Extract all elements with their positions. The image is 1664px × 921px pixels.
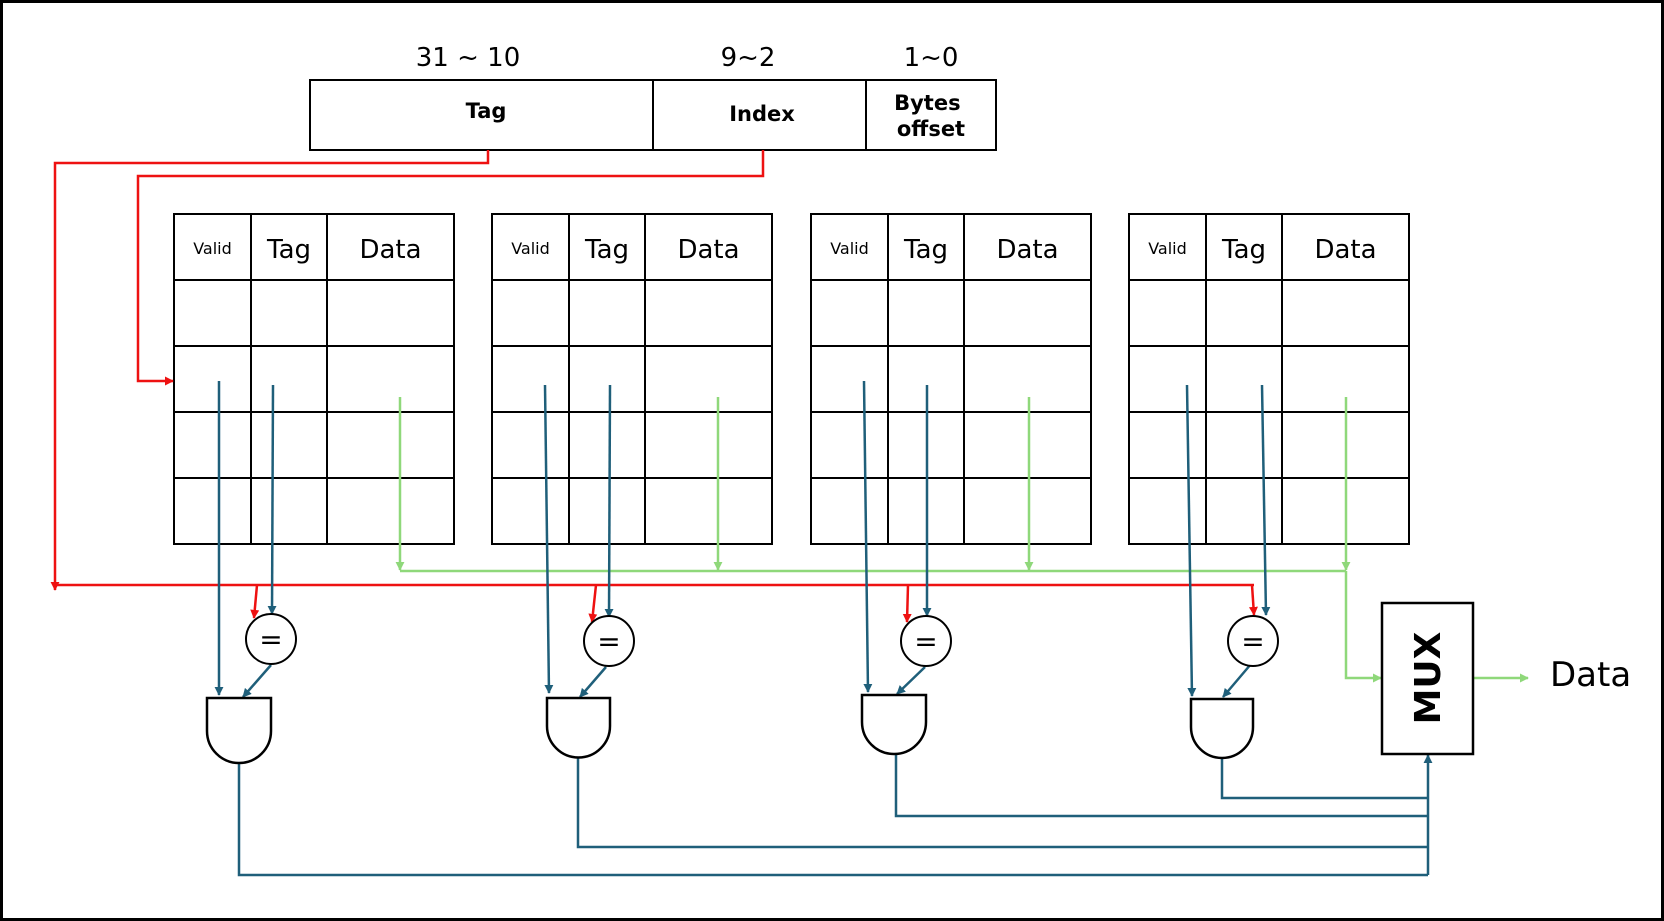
tag-line-1 (267, 384, 277, 615)
column-header-data: Data (359, 235, 421, 265)
and-gates (205, 693, 1255, 765)
column-header-tag: Tag (903, 235, 948, 265)
way-table-1: Valid Tag Data (173, 213, 455, 545)
and-out-3 (894, 754, 1428, 818)
tag-line-2 (604, 384, 614, 618)
column-header-tag: Tag (266, 235, 311, 265)
bit-range-index: 9~2 (721, 43, 776, 73)
tag-to-comparator-4 (1248, 584, 1258, 616)
eq-to-and-1 (242, 664, 272, 698)
tag-line-4 (1260, 384, 1271, 616)
address-paths (50, 150, 1258, 623)
mux-label: MUX (1408, 631, 1449, 724)
field-index: Index (729, 102, 795, 126)
data-bus (395, 397, 1529, 683)
comparator-symbol: = (259, 623, 282, 656)
eq-to-and-3 (896, 666, 926, 695)
column-header-tag: Tag (1221, 235, 1266, 265)
column-header-data: Data (996, 235, 1058, 265)
mux-box (1380, 601, 1475, 756)
column-header-valid: Valid (1148, 239, 1187, 258)
data-to-mux (1344, 571, 1382, 683)
column-header-tag: Tag (584, 235, 629, 265)
and-gate-4 (1189, 697, 1255, 760)
eq-to-and-4 (1222, 663, 1252, 698)
way-table-2: Valid Tag Data (491, 213, 773, 545)
way-table-frame (810, 213, 1092, 545)
tag-to-comparator-2 (588, 584, 598, 623)
bit-range-tag: 31 ~ 10 (416, 43, 520, 73)
column-header-data: Data (677, 235, 739, 265)
mux: MUX (1380, 601, 1475, 756)
bit-range-offset: 1~0 (904, 43, 959, 73)
and-out-4 (1220, 758, 1428, 800)
and-gate-3 (860, 693, 928, 756)
comparator-symbol: = (914, 625, 937, 658)
field-tag: Tag (466, 99, 507, 123)
comparator-symbol: = (597, 625, 620, 658)
way-table-3: Valid Tag Data (810, 213, 1092, 545)
comparator-3 (900, 615, 952, 667)
comparator-symbol: = (1241, 625, 1264, 658)
output-data-label: Data (1550, 655, 1631, 695)
tag-path (50, 150, 490, 591)
tag-to-comparator-1 (250, 584, 260, 619)
column-header-valid: Valid (830, 239, 869, 258)
way-table-frame (1128, 213, 1410, 545)
valid-line-3 (862, 380, 873, 693)
eq-to-and-2 (579, 666, 607, 698)
and-gate-2 (545, 696, 612, 759)
and-out-2 (576, 757, 1428, 849)
column-header-data: Data (1314, 235, 1376, 265)
comparators: = = = = (245, 613, 1279, 667)
way-table-frame (491, 213, 773, 545)
comparator-2 (583, 615, 635, 667)
way-table-4: Valid Tag Data (1128, 213, 1410, 545)
tag-to-comparator-3 (902, 584, 912, 623)
column-header-valid: Valid (511, 239, 550, 258)
valid-line-2 (543, 384, 554, 694)
field-bytes-offset: Bytes offset (894, 91, 968, 141)
column-header-valid: Valid (193, 239, 232, 258)
way-table-frame (173, 213, 455, 545)
valid-line-4 (1185, 384, 1197, 697)
and-gate-1 (205, 696, 273, 765)
comparator-4 (1227, 615, 1279, 667)
comparator-1 (245, 613, 297, 665)
control-paths (214, 380, 1433, 877)
address-format: 31 ~ 10 9~2 1~0 Tag Index Bytes offset (309, 43, 997, 151)
index-path (136, 150, 765, 386)
and-out-1 (237, 763, 1428, 877)
